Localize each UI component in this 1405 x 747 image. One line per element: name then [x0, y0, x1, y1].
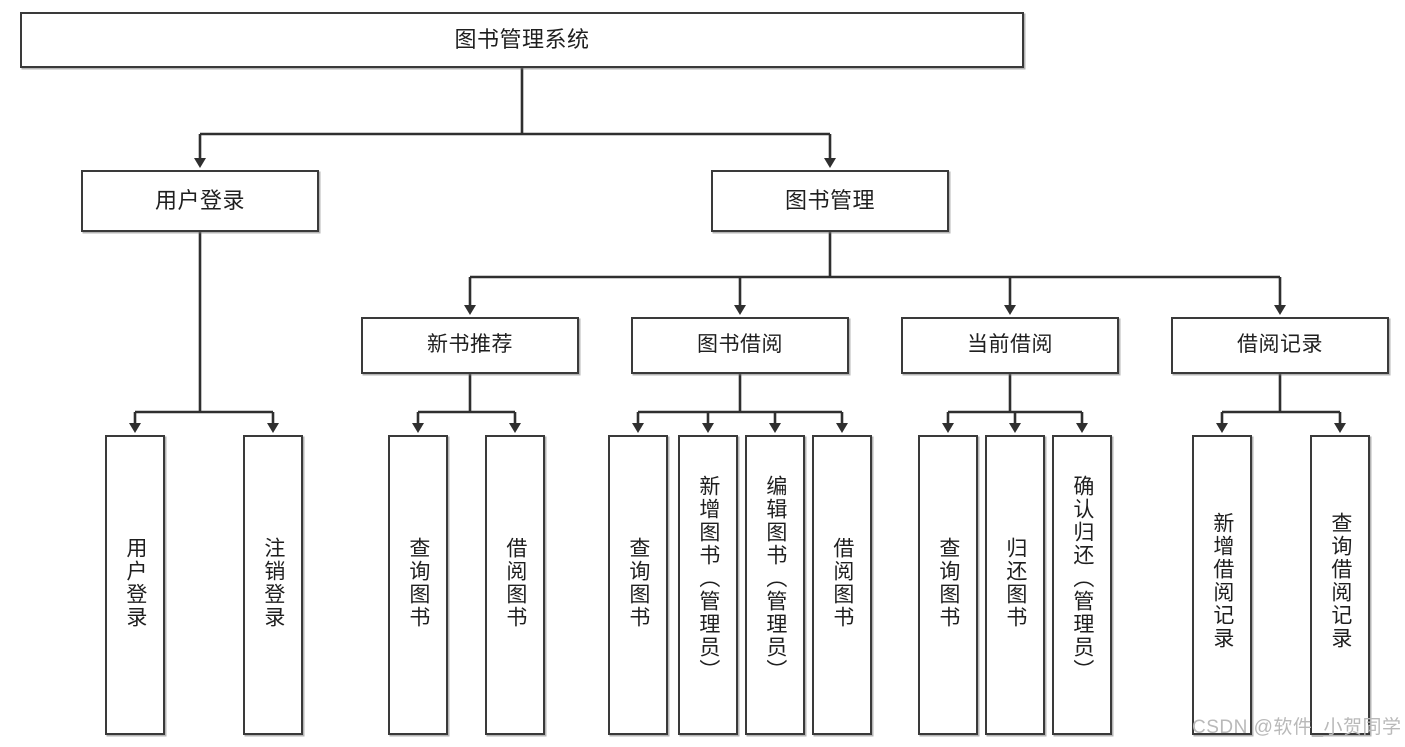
node-current-borrow[interactable]: 当前借阅 [901, 317, 1119, 374]
node-borrow-record[interactable]: 借阅记录 [1171, 317, 1389, 374]
node-label: 新书推荐 [427, 333, 513, 357]
node-label: 用户登录 [123, 537, 147, 629]
node-label: 确认归还（管理员） [1070, 475, 1094, 682]
node-label: 图书借阅 [697, 333, 783, 357]
node-leaf-logout[interactable]: 注销登录 [243, 435, 303, 735]
node-new-book-recommend[interactable]: 新书推荐 [361, 317, 579, 374]
node-label: 查询图书 [406, 537, 430, 629]
node-leaf-query-book-3[interactable]: 查询图书 [918, 435, 978, 735]
node-user-login[interactable]: 用户登录 [81, 170, 319, 232]
node-leaf-borrow-book-2[interactable]: 借阅图书 [812, 435, 872, 735]
node-label: 新增借阅记录 [1210, 512, 1234, 650]
node-label: 用户登录 [154, 188, 245, 214]
node-leaf-query-book-1[interactable]: 查询图书 [388, 435, 448, 735]
node-leaf-add-book[interactable]: 新增图书（管理员） [678, 435, 738, 735]
node-label: 借阅图书 [503, 537, 527, 629]
node-leaf-return-book[interactable]: 归还图书 [985, 435, 1045, 735]
node-label: 注销登录 [261, 537, 285, 629]
node-label: 查询图书 [626, 537, 650, 629]
node-label: 新增图书（管理员） [696, 475, 720, 682]
node-leaf-add-record[interactable]: 新增借阅记录 [1192, 435, 1252, 735]
node-label: 编辑图书（管理员） [763, 475, 787, 682]
node-book-borrow[interactable]: 图书借阅 [631, 317, 849, 374]
node-leaf-edit-book[interactable]: 编辑图书（管理员） [745, 435, 805, 735]
node-label: 图书管理 [784, 188, 875, 214]
node-label: 查询图书 [936, 537, 960, 629]
node-label: 当前借阅 [967, 333, 1053, 357]
node-label: 查询借阅记录 [1328, 512, 1352, 650]
node-leaf-confirm-return[interactable]: 确认归还（管理员） [1052, 435, 1112, 735]
node-leaf-query-book-2[interactable]: 查询图书 [608, 435, 668, 735]
node-root[interactable]: 图书管理系统 [20, 12, 1024, 68]
node-leaf-query-record[interactable]: 查询借阅记录 [1310, 435, 1370, 735]
node-leaf-borrow-book-1[interactable]: 借阅图书 [485, 435, 545, 735]
csdn-watermark: CSDN @软件_小贺同学 [1192, 717, 1402, 738]
node-label: 图书管理系统 [454, 27, 590, 53]
node-label: 归还图书 [1003, 537, 1027, 629]
node-book-manage[interactable]: 图书管理 [711, 170, 949, 232]
node-label: 借阅图书 [830, 537, 854, 629]
node-label: 借阅记录 [1237, 333, 1323, 357]
node-leaf-user-login[interactable]: 用户登录 [105, 435, 165, 735]
